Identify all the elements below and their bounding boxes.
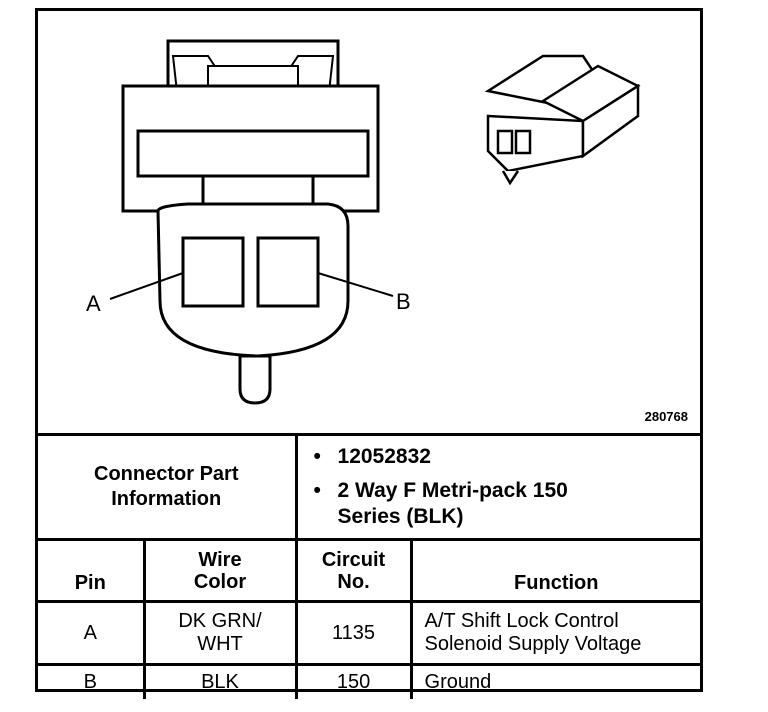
row-b-pin: B xyxy=(38,663,146,699)
iso-body-side xyxy=(581,83,640,159)
header-pin: Pin xyxy=(38,538,146,603)
table-row: B BLK 150 Ground xyxy=(38,663,701,699)
pin-a-leader-line xyxy=(109,272,184,300)
table-header-row: Pin Wire Color Circuit No. Function xyxy=(38,538,701,603)
connector-pin-key xyxy=(238,354,272,405)
iso-tab xyxy=(501,170,520,186)
connector-isometric-view xyxy=(484,54,641,186)
connector-description: 2 Way F Metri-pack 150 Series (BLK) xyxy=(314,478,578,530)
terminal-cavity-b xyxy=(256,236,320,308)
header-wire-color: Wire Color xyxy=(142,538,298,603)
row-b-circuit: 150 xyxy=(294,663,413,699)
figure-number: 280768 xyxy=(644,409,688,424)
table-row: A DK GRN/ WHT 1135 A/T Shift Lock Contro… xyxy=(38,600,701,666)
row-a-pin: A xyxy=(38,600,146,666)
iso-latch-top xyxy=(484,54,595,105)
row-b-wire-color: BLK xyxy=(142,663,298,699)
connector-flange xyxy=(136,129,370,178)
connector-neck xyxy=(201,174,315,208)
row-a-wire-color: DK GRN/ WHT xyxy=(142,600,298,666)
terminal-cavity-a xyxy=(181,236,245,308)
row-a-function: A/T Shift Lock Control Solenoid Supply V… xyxy=(409,600,701,666)
header-circuit: Circuit No. xyxy=(294,538,413,603)
connector-table: Connector Part Information 12052832 2 Wa… xyxy=(38,433,701,699)
diagram-frame: A B 280768 Connector Part Information 12… xyxy=(35,8,703,699)
connector-info-row: Connector Part Information 12052832 2 Wa… xyxy=(38,433,701,541)
connector-info-values: 12052832 2 Way F Metri-pack 150 Series (… xyxy=(294,433,701,541)
iso-terminal-2 xyxy=(514,129,532,155)
iso-terminal-1 xyxy=(496,129,514,155)
connector-face-view xyxy=(109,39,394,405)
pin-a-label: A xyxy=(86,291,101,316)
row-b-function: Ground xyxy=(409,663,701,699)
row-a-circuit: 1135 xyxy=(294,600,413,666)
header-function: Function xyxy=(409,538,701,603)
pin-b-label: B xyxy=(396,289,411,314)
connector-drawing: A B xyxy=(86,39,641,405)
connector-info-label: Connector Part Information xyxy=(38,433,298,541)
pin-b-leader-line xyxy=(317,272,394,297)
connector-part-number: 12052832 xyxy=(314,444,701,470)
